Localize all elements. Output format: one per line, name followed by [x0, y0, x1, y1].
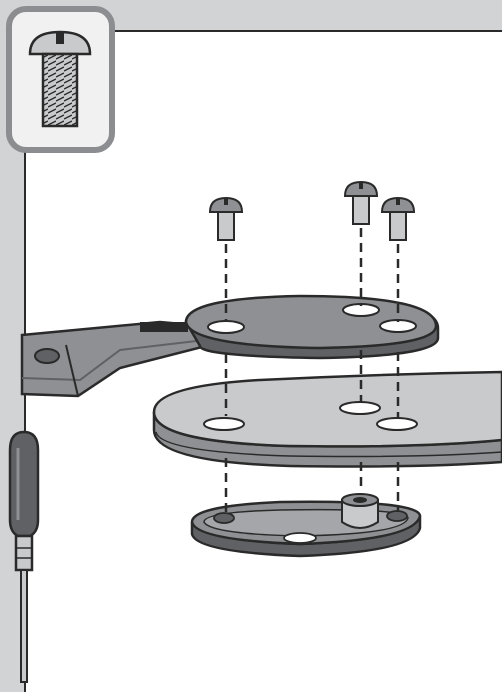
top-mounting-plate	[186, 296, 438, 358]
screw-center	[345, 182, 377, 224]
screw-left	[210, 198, 242, 240]
flathead-screwdriver-icon	[10, 432, 38, 682]
alignment-lines	[226, 228, 398, 516]
adapter-arm	[22, 322, 210, 396]
tabletop-plate	[154, 372, 502, 467]
screw-right	[382, 198, 414, 240]
round-head-slotted-screw-icon	[30, 32, 90, 126]
